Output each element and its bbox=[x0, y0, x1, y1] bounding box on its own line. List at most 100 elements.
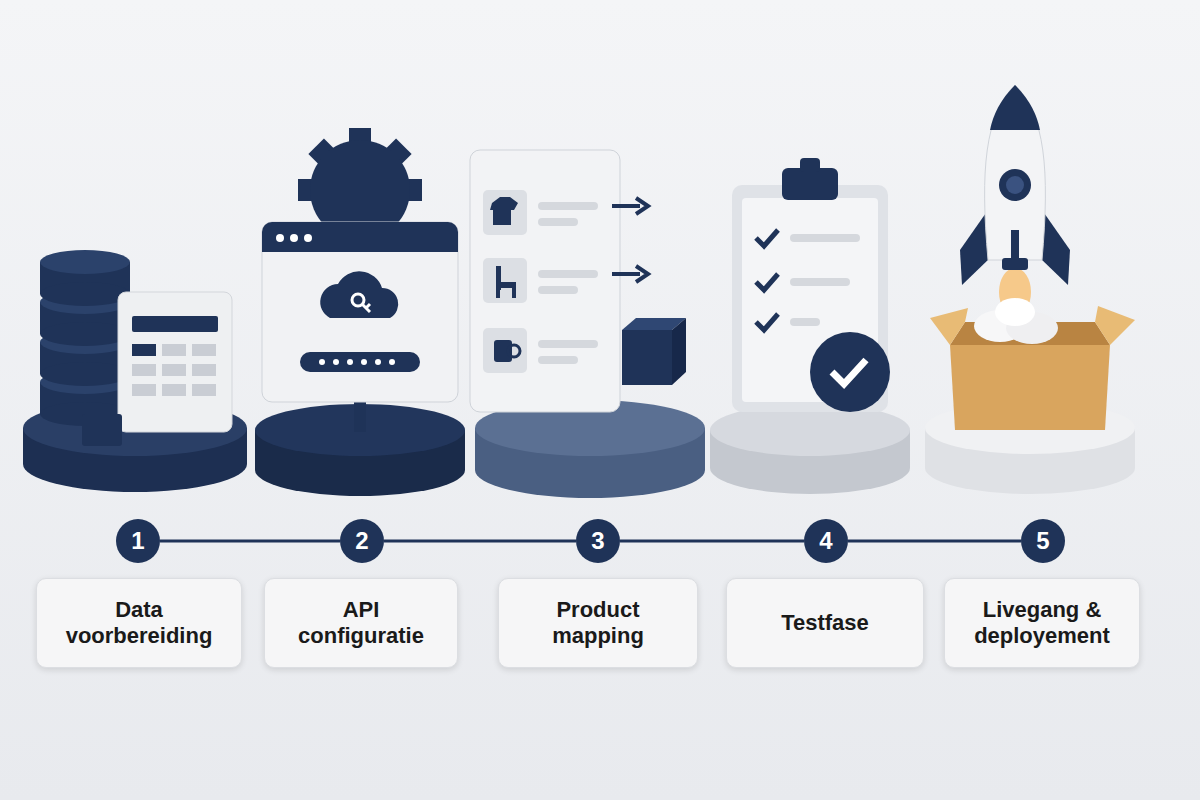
database-icon bbox=[40, 250, 130, 274]
product-list-panel bbox=[538, 286, 578, 294]
database-icon bbox=[40, 282, 130, 306]
spreadsheet-icon bbox=[132, 364, 156, 376]
launch-box bbox=[930, 268, 1135, 430]
clipboard-icon bbox=[790, 318, 820, 326]
clipboard-icon bbox=[832, 360, 866, 384]
product-list-panel bbox=[538, 218, 578, 226]
spreadsheet-icon bbox=[162, 344, 186, 356]
cube-icon bbox=[672, 318, 686, 385]
step-text: API configuratie bbox=[277, 597, 445, 650]
rocket-icon bbox=[1006, 176, 1024, 194]
browser-window bbox=[389, 359, 395, 365]
spreadsheet-icon bbox=[162, 364, 186, 376]
timeline-connector bbox=[384, 540, 576, 543]
product-list-panel bbox=[538, 270, 598, 278]
spreadsheet-icon bbox=[132, 316, 218, 332]
spreadsheet-icon bbox=[162, 384, 186, 396]
timeline-connector bbox=[848, 540, 1021, 543]
browser-window bbox=[262, 222, 458, 432]
product-list-panel bbox=[538, 356, 578, 364]
step-text: Testfase bbox=[781, 610, 869, 636]
database-icon bbox=[40, 322, 130, 346]
clipboard-icon bbox=[800, 158, 820, 172]
step-text: Livegang & deployement bbox=[957, 597, 1127, 650]
database-icon bbox=[40, 362, 130, 386]
step-label: Product mapping bbox=[498, 578, 698, 668]
launch-box bbox=[1095, 306, 1135, 345]
clipboard-icon bbox=[756, 314, 778, 330]
browser-window bbox=[333, 359, 339, 365]
browser-window bbox=[375, 359, 381, 365]
mapping-arrow bbox=[612, 204, 640, 208]
browser-window bbox=[304, 234, 312, 242]
step-number: 2 bbox=[340, 519, 384, 563]
clipboard-icon bbox=[790, 234, 860, 242]
browser-window bbox=[347, 359, 353, 365]
cube-icon bbox=[622, 330, 672, 385]
clipboard-icon bbox=[742, 198, 878, 402]
browser-window bbox=[262, 222, 458, 252]
browser-window bbox=[300, 352, 420, 372]
product-list-panel bbox=[512, 288, 516, 298]
launch-box bbox=[930, 308, 968, 345]
step-number: 1 bbox=[116, 519, 160, 563]
product-list-panel bbox=[483, 190, 527, 235]
timeline-connector bbox=[620, 540, 804, 543]
database-icon bbox=[40, 250, 130, 426]
step-label: API configuratie bbox=[264, 578, 458, 668]
clipboard-icon bbox=[782, 168, 838, 200]
product-list-panel bbox=[483, 328, 527, 373]
product-list-panel bbox=[483, 258, 527, 303]
mapping-arrow bbox=[612, 272, 640, 276]
step-text: 3 bbox=[591, 527, 604, 555]
step-label: Data voorbereiding bbox=[36, 578, 242, 668]
step-text: 5 bbox=[1036, 527, 1049, 555]
browser-window bbox=[354, 398, 366, 432]
clipboard-icon bbox=[756, 230, 778, 246]
step-text: Data voorbereiding bbox=[49, 597, 229, 650]
rocket-icon bbox=[1002, 258, 1028, 270]
spreadsheet-icon bbox=[132, 344, 156, 356]
browser-window bbox=[262, 222, 458, 402]
product-list-panel bbox=[490, 197, 518, 225]
step-text: 2 bbox=[355, 527, 368, 555]
browser-window bbox=[362, 304, 370, 312]
step-text: 4 bbox=[819, 527, 832, 555]
clipboard-icon bbox=[790, 278, 850, 286]
spreadsheet-icon bbox=[192, 384, 216, 396]
product-list-panel bbox=[470, 150, 620, 412]
timeline-connector bbox=[160, 540, 340, 543]
cube-icon bbox=[622, 318, 686, 385]
spreadsheet-icon bbox=[132, 384, 156, 396]
mapping-arrow bbox=[636, 198, 648, 214]
rocket-icon bbox=[990, 85, 1040, 130]
browser-window bbox=[320, 271, 398, 318]
browser-window bbox=[319, 359, 325, 365]
spreadsheet-icon bbox=[82, 414, 122, 446]
spreadsheet-icon bbox=[192, 364, 216, 376]
clipboard-icon bbox=[810, 332, 890, 412]
step-number: 5 bbox=[1021, 519, 1065, 563]
product-list-panel bbox=[496, 282, 516, 288]
browser-window bbox=[276, 234, 284, 242]
step-text: 1 bbox=[131, 527, 144, 555]
mapping-arrow bbox=[636, 266, 648, 282]
mapping-arrow bbox=[612, 198, 648, 282]
spreadsheet-icon bbox=[192, 344, 216, 356]
spreadsheet-icon bbox=[82, 292, 232, 446]
browser-window bbox=[361, 359, 367, 365]
step-text: Product mapping bbox=[511, 597, 685, 650]
rocket-icon bbox=[960, 85, 1070, 285]
product-list-panel bbox=[470, 150, 620, 412]
rocket-icon bbox=[999, 169, 1031, 201]
product-list-panel bbox=[538, 202, 598, 210]
step-label: Livegang & deployement bbox=[944, 578, 1140, 668]
clipboard-icon bbox=[732, 158, 890, 412]
product-list-panel bbox=[538, 340, 598, 348]
launch-box bbox=[950, 345, 1110, 430]
product-list-panel bbox=[508, 345, 520, 357]
product-list-panel bbox=[496, 288, 500, 298]
